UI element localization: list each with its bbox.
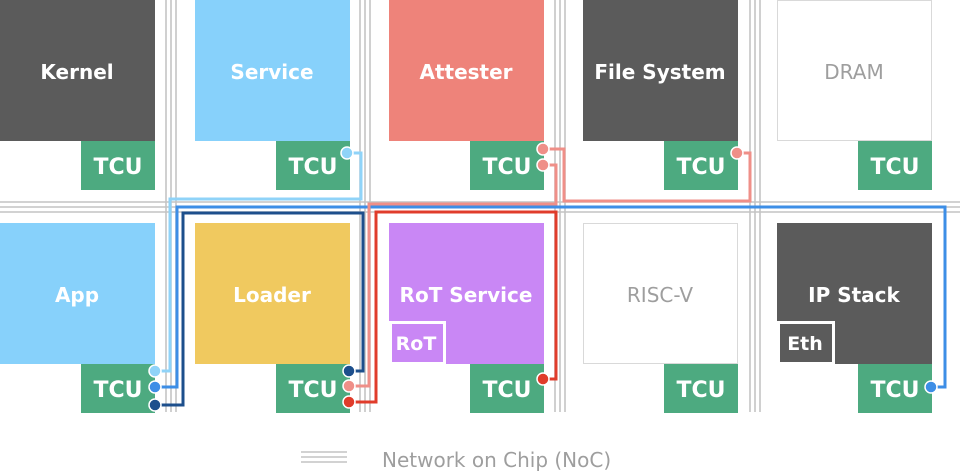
rot-sub-label: RoT (396, 333, 437, 355)
tile-label: App (55, 283, 99, 307)
tcu-label: TCU (288, 155, 337, 180)
tile-label: Kernel (40, 60, 113, 84)
tile-attester: Attester TCU (389, 0, 544, 190)
tcu-label: TCU (482, 155, 531, 180)
tcu-label: TCU (93, 378, 142, 403)
tile-dram: DRAM TCU (777, 0, 932, 190)
tile-file-system: File System TCU (583, 0, 738, 190)
tile-label: RISC-V (627, 283, 694, 307)
endpoint-loader-3 (342, 395, 356, 409)
channel-rot-loader (350, 210, 558, 404)
endpoint-loader-2 (342, 379, 356, 393)
channel-endpoints (148, 142, 938, 412)
endpoint-app-3 (148, 398, 162, 412)
tile-loader: Loader TCU (195, 223, 350, 413)
noc-legend-swatch (301, 451, 347, 463)
channel-attester-loader (350, 163, 558, 388)
tile-label: Attester (419, 60, 512, 84)
tcu-label: TCU (870, 378, 919, 403)
tile-risc-v: RISC-V TCU (583, 223, 738, 413)
tile-label: IP Stack (808, 283, 900, 307)
tcu-label: TCU (482, 378, 531, 403)
endpoint-app-1 (148, 364, 162, 378)
legend: Network on Chip (NoC) (301, 448, 611, 471)
tile-app: App TCU (0, 223, 155, 413)
tile-label: DRAM (824, 60, 883, 84)
endpoint-app-2 (148, 380, 162, 394)
endpoint-ip-stack (924, 380, 938, 394)
eth-sub-label: Eth (787, 333, 823, 355)
endpoint-loader-1 (342, 364, 356, 378)
tcu-label: TCU (93, 155, 142, 180)
tile-kernel: Kernel TCU (0, 0, 155, 190)
endpoint-service (340, 146, 354, 160)
tile-label: Loader (233, 283, 311, 307)
tile-ip-stack: IP Stack Eth TCU (777, 223, 932, 413)
tcu-label: TCU (676, 378, 725, 403)
tcu-label: TCU (870, 155, 919, 180)
channel-loader-app (155, 211, 365, 407)
tcu-label: TCU (676, 155, 725, 180)
tcu-label: TCU (288, 378, 337, 403)
endpoint-attester-1 (536, 142, 550, 156)
legend-label: Network on Chip (NoC) (382, 448, 611, 471)
channel-service-app (155, 151, 363, 373)
tile-label: RoT Service (400, 283, 533, 307)
tile-rot-service: RoT Service RoT TCU (389, 223, 544, 413)
tile-label: Service (230, 60, 313, 84)
endpoint-filesystem (730, 146, 744, 160)
endpoint-rot-service (536, 372, 550, 386)
tile-label: File System (594, 60, 725, 84)
channel-attester-filesystem (544, 147, 752, 203)
tile-service: Service TCU (195, 0, 350, 190)
channel-ipstack-app (155, 205, 947, 389)
endpoint-attester-2 (536, 158, 550, 172)
